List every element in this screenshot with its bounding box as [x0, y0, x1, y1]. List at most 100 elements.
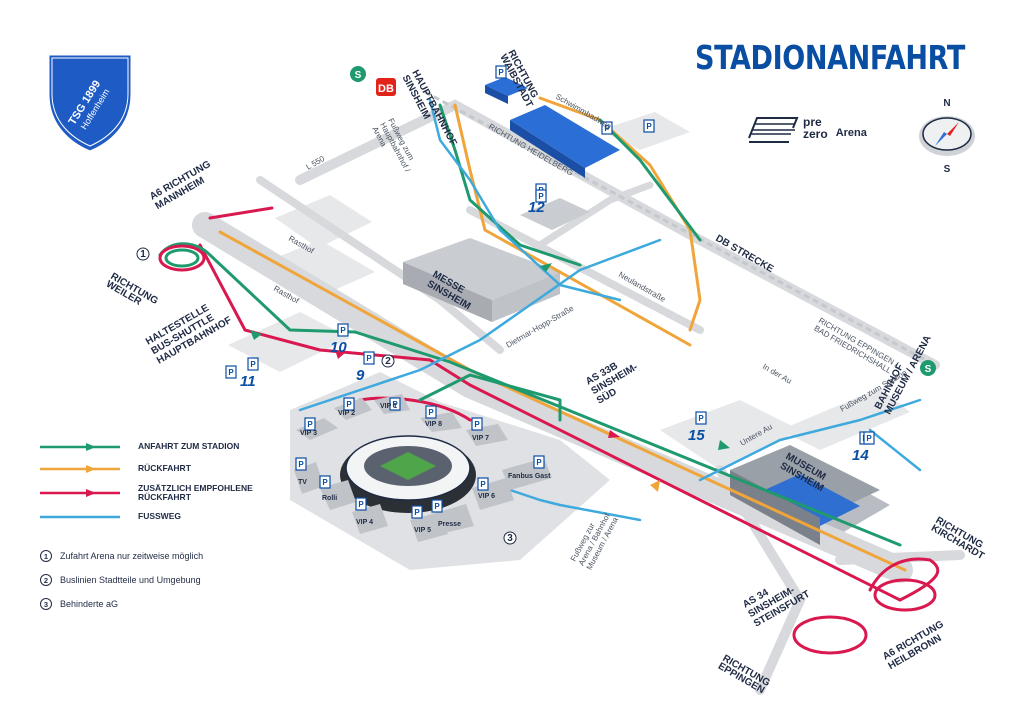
pool	[510, 105, 620, 178]
svg-text:P: P	[322, 478, 328, 487]
db-logo-text: DB	[378, 83, 394, 95]
parking-number: 14	[852, 447, 869, 464]
note-number: 1	[40, 550, 52, 562]
lot-vip2: VIP 2	[338, 410, 355, 417]
notes: 1 Zufahrt Arena nur zeitweise möglich 2 …	[40, 544, 203, 616]
parking-number: 10	[330, 339, 347, 356]
svg-text:P: P	[228, 368, 234, 377]
label-in-der-au: In der Au	[761, 362, 793, 386]
parking-sign-icon: P	[411, 505, 423, 519]
parking-sign-icon: P	[304, 417, 316, 431]
lot-vip6: VIP 6	[478, 493, 495, 500]
parking-sign-icon: P	[533, 455, 545, 469]
svg-text:P: P	[474, 420, 480, 429]
svg-text:P: P	[604, 124, 610, 133]
lot-vip1: VIP 1	[380, 403, 397, 410]
svg-text:P: P	[434, 502, 440, 511]
roads	[192, 99, 965, 695]
station-building	[485, 77, 528, 104]
svg-text:P: P	[498, 68, 504, 77]
svg-text:P: P	[307, 420, 313, 429]
callouts: 1 2 3	[136, 247, 517, 545]
svg-text:P: P	[346, 400, 352, 409]
page-title: STADIONANFAHRT	[695, 38, 965, 77]
svg-text:P: P	[646, 122, 652, 131]
callout-2: 2	[385, 356, 391, 367]
parking-sign-icon: P	[695, 411, 707, 425]
parking-sign-icon: P	[225, 365, 237, 379]
svg-text:P: P	[358, 500, 364, 509]
db-logo: DB	[376, 78, 396, 96]
roundabouts	[158, 244, 937, 655]
parking-sign-icon: P	[431, 499, 443, 513]
parking-sign-icon: P	[319, 475, 331, 489]
brand-arena: Arena	[835, 127, 867, 139]
stadium	[340, 435, 476, 513]
note-number: 2	[40, 574, 52, 586]
legend-item-rueckfahrt: RÜCKFAHRT	[40, 458, 300, 480]
parking-markers: 12P10P9P11P15P14PPPPPPPPPPPPPPPPPPP	[225, 65, 875, 519]
parking-sign-icon: P	[535, 189, 547, 203]
note-item: 3 Behinderte aG	[40, 592, 203, 616]
route-zusaetzlich	[198, 206, 902, 602]
parking-sign-icon: P	[343, 397, 355, 411]
svg-text:P: P	[428, 408, 434, 417]
parking-number: 12	[528, 199, 545, 216]
s-bahn-text: S	[355, 70, 362, 81]
parking-sign-icon: P	[389, 397, 401, 411]
note-text: Zufahrt Arena nur zeitweise möglich	[60, 551, 204, 561]
compass-icon: N S	[919, 98, 975, 175]
parking-number: 11	[240, 373, 256, 390]
rail-line	[424, 90, 936, 367]
svg-text:P: P	[536, 458, 542, 467]
legend-line-green	[40, 443, 120, 451]
parking-sign-icon: P	[863, 431, 875, 445]
note-item: 2 Buslinien Stadtteile und Umgebung	[40, 568, 203, 592]
lot-fanbus-gast: Fanbus Gast	[508, 473, 551, 480]
legend-line-blue	[40, 515, 120, 519]
parking-sign-icon: P	[477, 477, 489, 491]
svg-text:P: P	[538, 192, 544, 201]
brand-pre: pre	[803, 115, 822, 129]
brand-zero: zero	[803, 127, 828, 141]
callout-1: 1	[140, 249, 146, 260]
arena-brand: pre zero Arena	[745, 108, 867, 148]
note-number: 3	[40, 598, 52, 610]
parking-sign-icon: P	[295, 457, 307, 471]
hall-building	[520, 198, 590, 230]
lot-tv: TV	[298, 479, 307, 486]
legend-label: RÜCKFAHRT	[138, 463, 191, 474]
svg-text:P: P	[250, 360, 256, 369]
compass-south: S	[944, 164, 951, 175]
legend-line-red	[40, 489, 120, 497]
legend-item-fussweg: FUSSWEG	[40, 506, 300, 528]
lot-vip8: VIP 8	[425, 421, 442, 428]
svg-text:P: P	[480, 480, 486, 489]
parking-number: 15	[688, 427, 705, 444]
svg-text:P: P	[366, 354, 372, 363]
route-fussweg	[428, 98, 622, 302]
svg-text:P: P	[866, 434, 872, 443]
legend-item-anfahrt: ANFAHRT ZUM STADION	[40, 436, 300, 458]
s-bahn-icon-museum: S	[920, 360, 936, 376]
legend-line-orange	[40, 465, 120, 473]
lot-presse: Presse	[438, 521, 461, 528]
note-text: Buslinien Stadtteile und Umgebung	[60, 575, 201, 585]
parking-sign-icon: P	[247, 357, 259, 371]
svg-text:P: P	[414, 508, 420, 517]
svg-text:P: P	[392, 400, 398, 409]
lot-rolli: Rolli	[322, 495, 337, 502]
parking-sign-icon: P	[601, 121, 613, 135]
messe-building	[403, 238, 560, 322]
lot-vip5: VIP 5	[414, 527, 431, 534]
legend-label: ANFAHRT ZUM STADION	[138, 441, 240, 452]
s-bahn-text-museum: S	[925, 364, 932, 375]
parking-sign-icon: P	[363, 351, 375, 365]
parking-sign-icon: P	[337, 323, 349, 337]
note-text: Behinderte aG	[60, 599, 119, 609]
parking-sign-icon: P	[355, 497, 367, 511]
club-logo: TSG 1899 Hoffenheim	[46, 52, 134, 154]
museum-building	[730, 445, 880, 545]
lot-vip7: VIP 7	[472, 435, 489, 442]
svg-text:P: P	[340, 326, 346, 335]
